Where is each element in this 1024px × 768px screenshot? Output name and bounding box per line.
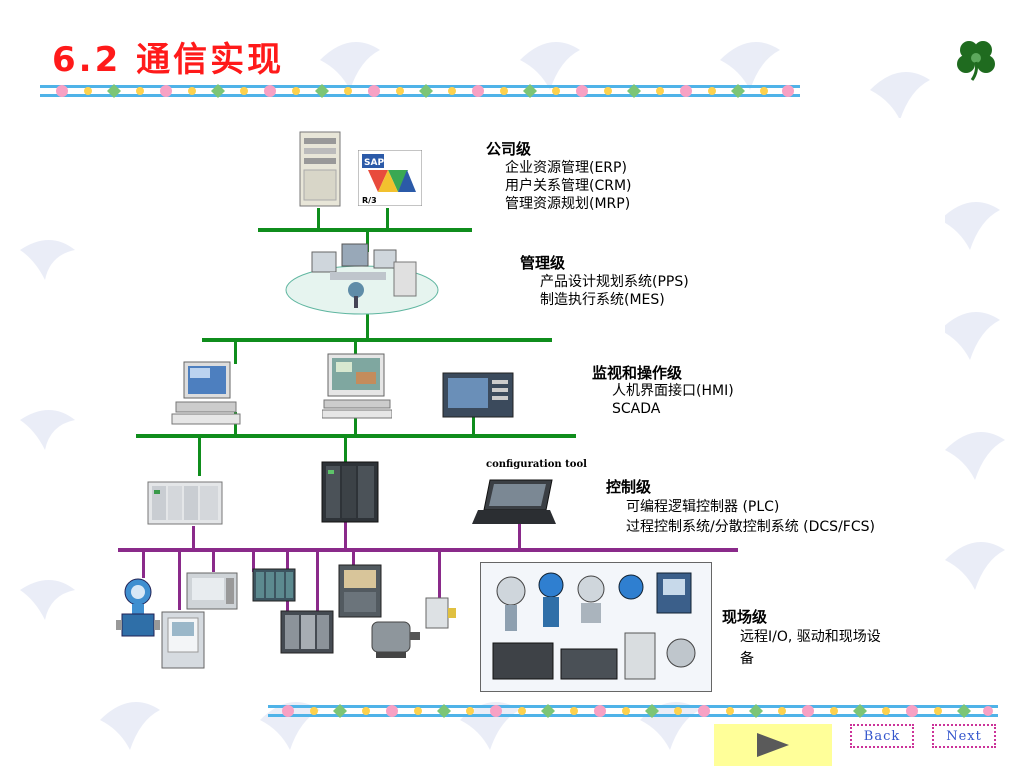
level-management-title: 管理级 — [520, 254, 566, 272]
level-company-item: 管理资源规划(MRP) — [505, 196, 631, 212]
field-device-drop — [212, 550, 215, 572]
level-field-item: 远程I/O, 驱动和现场设 — [740, 629, 881, 645]
level-control-title: 控制级 — [606, 478, 652, 496]
play-button[interactable] — [714, 724, 832, 766]
company-drop — [386, 208, 389, 230]
decorative-border-bottom — [268, 704, 998, 718]
level-control-item: 过程控制系统/分散控制系统 (DCS/FCS) — [626, 519, 875, 535]
company-bus — [258, 228, 472, 232]
configuration-tool-label: configuration tool — [486, 459, 587, 470]
level-field-item: 备 — [740, 651, 754, 667]
operator-panel — [442, 372, 514, 418]
erp-server-cabinet — [299, 131, 341, 207]
slide-title: 6.2 通信实现 — [52, 40, 285, 80]
supervisory-drop — [234, 340, 237, 364]
level-management-item: 制造执行系统(MES) — [540, 292, 665, 308]
field-bus-drop — [192, 526, 195, 550]
svg-text:R/3: R/3 — [362, 196, 377, 205]
sap-logo: SAP R/3 — [358, 150, 422, 206]
supervisory-drop — [354, 418, 357, 436]
management-bus — [202, 338, 552, 342]
drive-unit — [338, 564, 382, 618]
field-bus-drop — [518, 524, 521, 550]
level-supervisory-item: SCADA — [612, 401, 661, 417]
scada-pc — [322, 353, 392, 419]
field-instruments-box — [480, 562, 712, 692]
management-workstation — [285, 243, 439, 315]
io-module — [252, 568, 296, 602]
field-controller — [161, 611, 205, 669]
level-company-title: 公司级 — [486, 140, 532, 158]
field-device-drop — [252, 550, 255, 572]
supervisory-drop — [472, 416, 475, 436]
decorative-border-top — [40, 84, 800, 98]
supervisory-bus — [136, 434, 576, 438]
level-field-title: 现场级 — [722, 608, 768, 626]
field-device-drop — [352, 550, 355, 572]
plc-rack-2 — [321, 461, 379, 523]
clover-icon — [957, 41, 995, 81]
sensor-module — [425, 597, 456, 629]
configuration-laptop — [472, 479, 556, 524]
panel-display — [186, 572, 238, 610]
management-drop — [366, 312, 369, 340]
level-company-item: 企业资源管理(ERP) — [505, 160, 627, 176]
level-company-item: 用户关系管理(CRM) — [505, 178, 632, 194]
play-triangle-icon — [757, 733, 789, 757]
level-supervisory-title: 监视和操作级 — [592, 364, 683, 382]
field-instruments-image — [492, 572, 696, 680]
control-drop — [198, 436, 201, 476]
level-control-item: 可编程逻辑控制器 (PLC) — [626, 499, 780, 515]
supervisory-drop — [354, 340, 357, 356]
field-bus-drop — [344, 520, 347, 550]
company-to-management-drop — [366, 230, 369, 252]
field-device-drop — [316, 550, 319, 612]
field-bus — [118, 548, 738, 552]
electric-motor — [371, 621, 420, 658]
control-drop — [344, 436, 347, 462]
level-supervisory-item: 人机界面接口(HMI) — [612, 383, 734, 399]
level-management-item: 产品设计规划系统(PPS) — [540, 274, 689, 290]
svg-text:SAP: SAP — [364, 158, 384, 168]
plc-rack-1 — [147, 481, 223, 525]
field-device-drop — [178, 550, 181, 610]
flowmeter — [116, 578, 160, 637]
field-device-drop — [142, 550, 145, 578]
back-button[interactable]: Back — [850, 724, 914, 748]
company-drop — [317, 208, 320, 230]
remote-io — [280, 610, 334, 654]
hmi-pc — [171, 361, 241, 425]
field-device-drop — [438, 550, 441, 600]
next-button[interactable]: Next — [932, 724, 996, 748]
